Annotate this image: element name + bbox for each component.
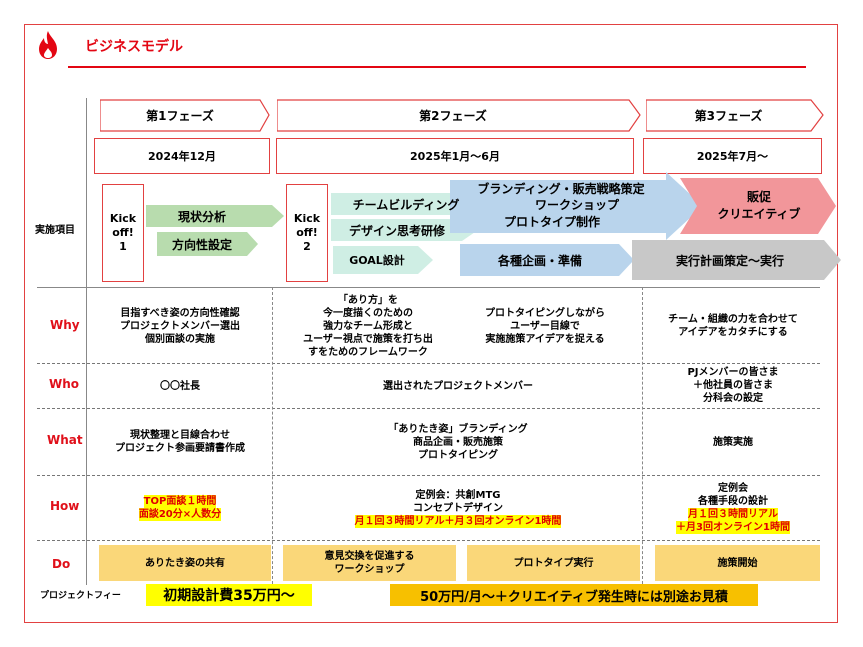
row-separator-who: [37, 408, 820, 409]
phase-divider-1: [272, 287, 273, 584]
arrow-design: [331, 219, 478, 241]
why-phase3: チーム・組織の力を合わせて アイデアをカタチにする: [668, 314, 798, 338]
slide-border: [24, 24, 838, 623]
activity-genjo: 現状分析: [177, 209, 226, 224]
activity-houkou: 方向性設定: [171, 237, 232, 252]
activity-arrows: [146, 172, 841, 280]
phase-arrow-1: [100, 99, 270, 132]
row-separator-why: [37, 363, 820, 364]
phase-divider-2: [642, 287, 643, 584]
how-phase3-line1: 定例会: [718, 483, 748, 494]
flame-icon: [39, 31, 57, 59]
arrow-hansoku: [680, 178, 836, 234]
how-phase1-line2: 面談20分×人数分: [138, 508, 222, 521]
how-phase3-line4: ＋月3回オンライン1時間: [676, 521, 790, 534]
activity-jikko: 実行計画策定～実行: [675, 253, 784, 268]
do-phase1: ありたき姿の共有: [99, 545, 271, 581]
how-phase3-line3: 月１回３時間リアル: [688, 508, 778, 521]
row-separator-what: [37, 475, 820, 476]
who-phase2: 選出されたプロジェクトメンバー: [383, 380, 533, 392]
header-underline: [68, 66, 806, 68]
arrow-goal: [333, 246, 433, 274]
why-phase1: 目指すべき姿の方向性確認 プロジェクトメンバー選出 個別面談の実施: [120, 307, 240, 345]
what-phase2: 「ありたき姿」ブランディング 商品企画・販売施策 プロトタイピング: [388, 423, 528, 461]
arrow-genjo: [146, 205, 284, 227]
do-phase3: 施策開始: [655, 545, 820, 581]
who-phase3: PJメンバーの皆さま ＋他社員の皆さま 分科会の設定: [687, 366, 779, 404]
activity-workshop: ワークショップ: [534, 197, 619, 212]
phase-date-1: 2024年12月: [94, 138, 270, 174]
how-phase2: 定例会：共創MTG コンセプトデザイン 月１回３時間リアル＋月３回オンライン1時…: [276, 478, 640, 538]
label-column-divider: [86, 98, 87, 585]
phase-arrow-2: [277, 99, 641, 132]
row-label-who: Who: [49, 377, 80, 391]
phase-label-3: 第3フェーズ: [694, 109, 763, 123]
row-separator-how: [37, 540, 820, 541]
activity-team: チームビルディング: [352, 197, 460, 212]
page-title: ビジネスモデル: [85, 39, 183, 55]
fee-label: プロジェクトフィー: [40, 591, 121, 601]
do-phase2-a: 意見交換を促進する ワークショップ: [283, 545, 456, 581]
arrow-kikaku: [460, 244, 634, 276]
why-phase2-b: プロトタイピングしながら ユーザー目線で 実施施策アイデアを捉える: [485, 307, 605, 345]
items-label: 実施項目: [35, 225, 75, 236]
activity-goal: GOAL設計: [349, 254, 405, 267]
arrow-houkou: [157, 232, 258, 256]
phase-date-3: 2025年7月～: [643, 138, 822, 174]
how-phase2-line2: コンセプトデザイン: [413, 502, 503, 514]
how-phase1-line1: TOP面談１時間: [143, 495, 217, 508]
phase-label-2: 第2フェーズ: [419, 109, 487, 123]
arrow-branding: [450, 172, 703, 240]
activity-kikaku: 各種企画・準備: [497, 253, 582, 268]
how-phase3-line2: 各種手段の設計: [698, 496, 768, 507]
phase-arrow-3: [646, 99, 824, 132]
phase-label-1: 第1フェーズ: [146, 109, 214, 123]
activity-design: デザイン思考研修: [348, 223, 445, 238]
kickoff-1: Kick off! 1: [102, 184, 144, 282]
row-separator-items: [37, 287, 820, 288]
phase-date-2: 2025年1月～6月: [276, 138, 634, 174]
activity-prototype: プロトタイプ制作: [503, 214, 600, 229]
row-label-how: How: [50, 499, 80, 513]
row-label-what: What: [47, 433, 83, 447]
what-phase1: 現状整理と目線合わせ プロジェクト参画要請書作成: [115, 430, 245, 454]
fee-monthly: 50万円/月～＋クリエイティブ発生時には別途お見積: [390, 584, 758, 606]
how-phase3: 定例会 各種手段の設計 月１回３時間リアル ＋月3回オンライン1時間: [646, 478, 820, 538]
activity-hansoku: 販促 クリエイティブ: [717, 190, 801, 221]
how-phase2-line1: 定例会：共創MTG: [415, 489, 501, 501]
how-phase2-line3: 月１回３時間リアル＋月３回オンライン1時間: [354, 514, 562, 528]
activity-branding: ブランディング・販売戦略策定: [477, 181, 645, 196]
row-label-do: Do: [52, 557, 71, 571]
do-phase2-b: プロトタイプ実行: [467, 545, 640, 581]
why-phase2-a: 「あり方」を 今一度描くのための 強力なチーム形成と ユーザー視点で施策を打ち出…: [303, 294, 433, 358]
what-phase3: 施策実施: [713, 436, 753, 448]
row-label-why: Why: [50, 318, 80, 332]
arrow-jikko: [632, 240, 841, 280]
kickoff-2: Kick off! 2: [286, 184, 328, 282]
fee-initial: 初期設計費35万円～: [146, 584, 312, 606]
who-phase1: 〇〇社長: [160, 380, 200, 392]
how-phase1: TOP面談１時間 面談20分×人数分: [90, 478, 270, 538]
